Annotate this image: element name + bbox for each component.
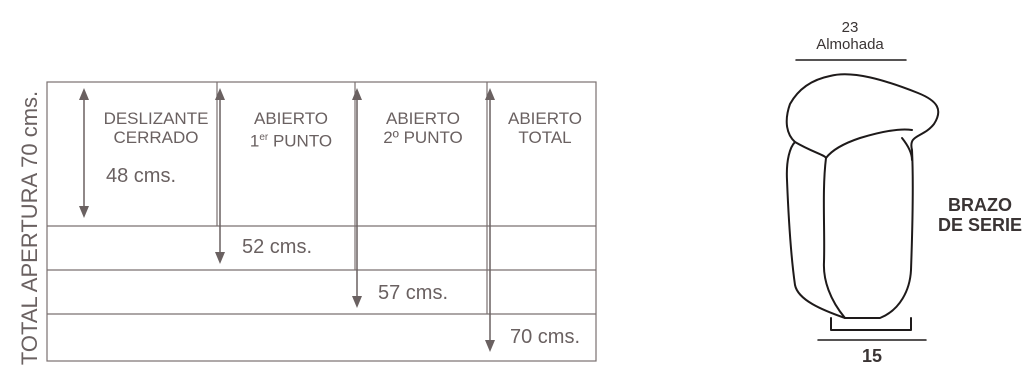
header-line-1: ABIERTO <box>253 109 328 128</box>
header-abierto-2o-punto: ABIERTO 2º PUNTO <box>364 109 482 147</box>
header-line-2: 2º PUNTO <box>383 128 463 147</box>
base-width-value: 15 <box>861 346 883 366</box>
arrow-48 <box>79 88 89 218</box>
header-line-2: 1er PUNTO <box>249 131 333 151</box>
cushion-text: Almohada <box>816 36 884 53</box>
header-line-1: ABIERTO <box>385 109 460 128</box>
armrest-name-line-2: DE SERIE <box>937 215 1023 235</box>
armrest-illustration <box>785 59 940 341</box>
armrest-name: BRAZO DE SERIE <box>930 195 1030 235</box>
header-abierto-total: ABIERTO TOTAL <box>497 109 593 147</box>
header-line-2: CERRADO <box>113 128 199 147</box>
header-line-2: TOTAL <box>518 128 572 147</box>
arrow-57 <box>352 88 362 308</box>
cushion-label: 23 Almohada <box>800 19 900 53</box>
header-line-1: DESLIZANTE <box>103 109 209 128</box>
arrow-70 <box>485 88 495 352</box>
measurement-52: 52 cms. <box>242 236 313 258</box>
cushion-value: 23 <box>841 19 859 36</box>
measurement-57: 57 cms. <box>378 282 449 304</box>
arrow-52 <box>215 88 225 264</box>
header-abierto-1er-punto: ABIERTO 1er PUNTO <box>228 109 354 151</box>
armrest-name-line-1: BRAZO <box>948 195 1012 215</box>
measurement-48: 48 cms. <box>106 165 177 187</box>
table-frame <box>46 81 597 362</box>
header-deslizante-cerrado: DESLIZANTE CERRADO <box>93 109 219 147</box>
header-line-1: ABIERTO <box>507 109 582 128</box>
measurement-70: 70 cms. <box>510 326 581 348</box>
